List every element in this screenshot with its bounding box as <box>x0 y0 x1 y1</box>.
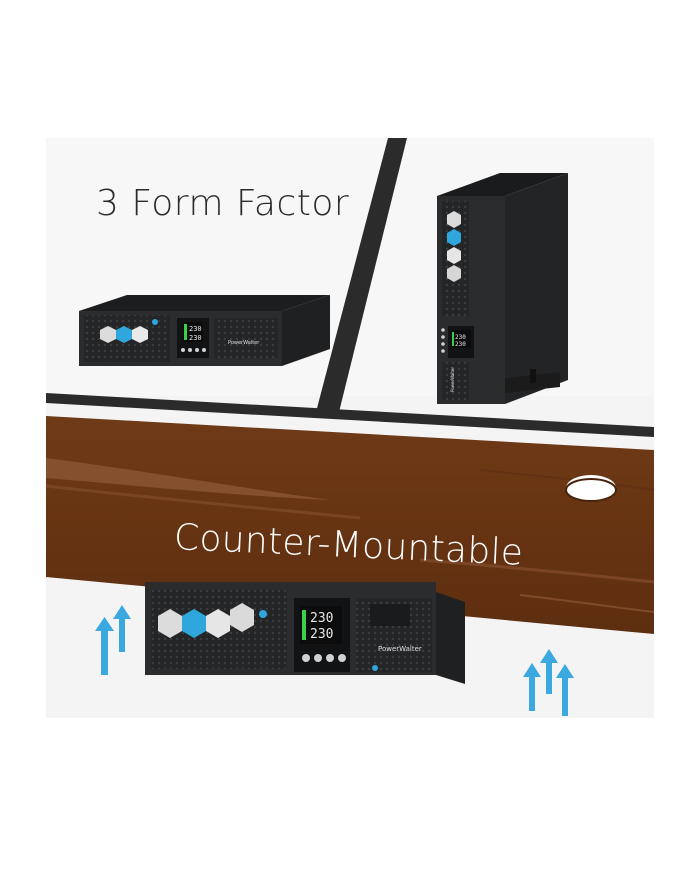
ups-under-counter-unit: 230 230 PowerWalter <box>145 582 465 684</box>
counter-display-reading-1: 230 <box>310 611 333 626</box>
airflow-arrows-right <box>523 649 574 716</box>
tower-display-reading-2: 230 <box>455 341 466 348</box>
horizontal-divider <box>46 393 654 437</box>
counter-display-reading-2: 230 <box>310 627 333 642</box>
ups-tower-unit: 230 230 PowerWalter <box>437 173 568 404</box>
rack-brand-label: PowerWalter <box>228 340 260 346</box>
ups-rackmount-unit: 230 230 PowerWalter <box>79 295 330 366</box>
rack-display-reading-2: 230 <box>189 334 202 342</box>
wooden-counter <box>45 416 655 634</box>
airflow-arrows-left <box>95 605 131 675</box>
tower-brand-label: PowerWalter <box>450 367 455 392</box>
cable-hole <box>566 475 616 501</box>
rack-display-reading-1: 230 <box>189 325 202 333</box>
form-factor-heading: 3 Form Factor <box>96 183 350 224</box>
counter-brand-label: PowerWalter <box>378 645 422 653</box>
diagonal-divider <box>316 138 407 412</box>
tower-display-reading-1: 230 <box>455 334 466 341</box>
